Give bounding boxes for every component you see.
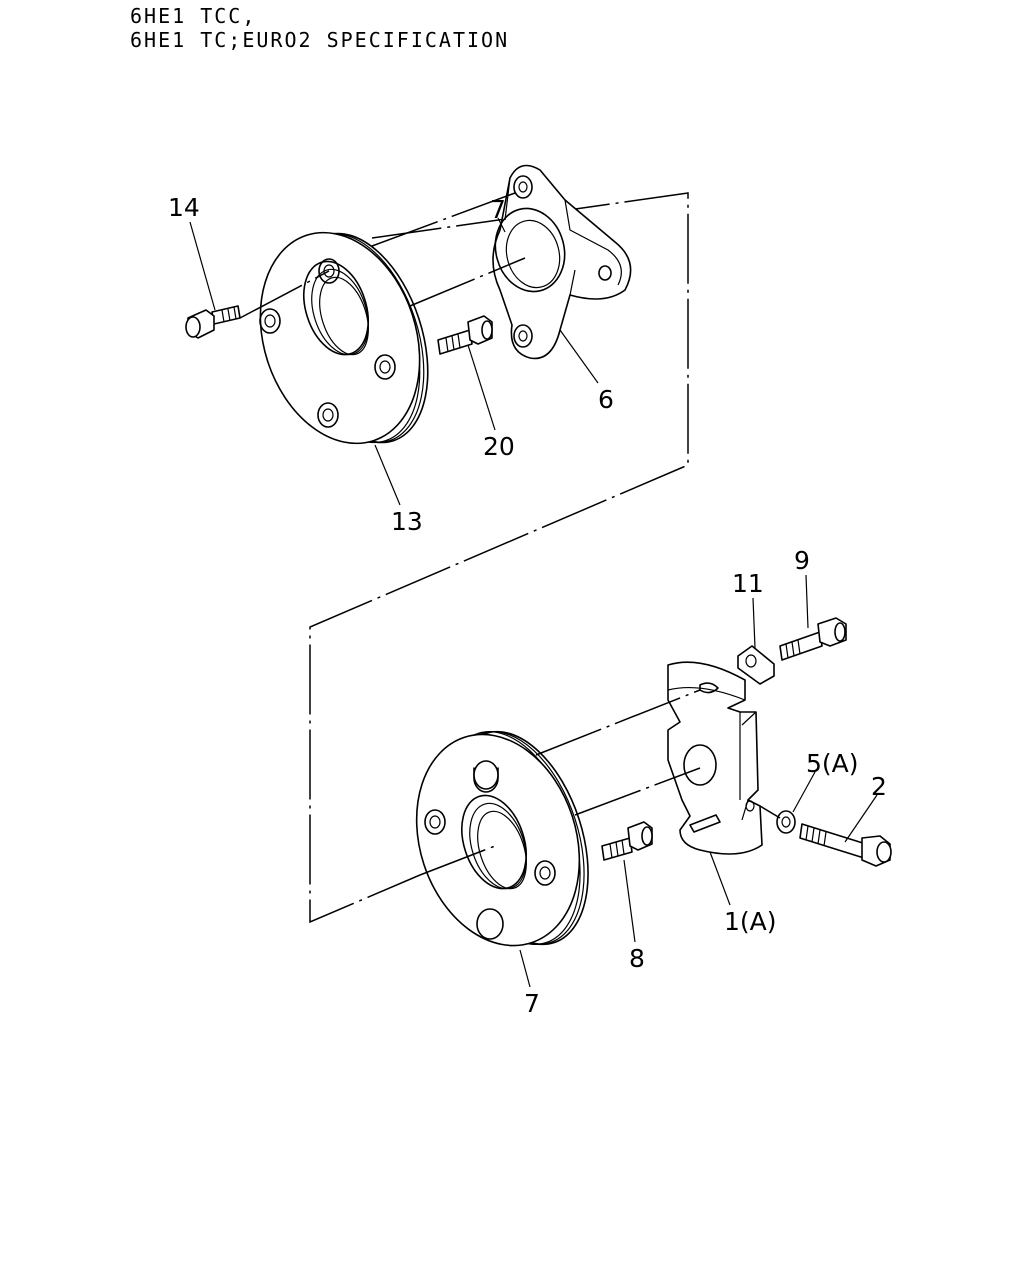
part-9-bolt[interactable]: [779, 617, 847, 661]
callout-1a: 1(A): [724, 907, 777, 936]
callout-5a: 5(A): [806, 749, 859, 778]
header-line-1: 6HE1 TCC,: [130, 4, 257, 28]
drawing-header: 6HE1 TCC, 6HE1 TC;EURO2 SPECIFICATION: [130, 4, 509, 52]
callout-20: 20: [483, 432, 515, 461]
part-2-bolt[interactable]: [799, 823, 892, 867]
part-11-washer[interactable]: [737, 645, 775, 685]
callout-9: 9: [794, 546, 810, 575]
part-5-washer[interactable]: [776, 810, 796, 834]
leader-lines: [189, 217, 878, 988]
header-line-2: 6HE1 TC;EURO2 SPECIFICATION: [130, 28, 510, 52]
part-20-bolt[interactable]: [437, 315, 493, 355]
assembly-frame: [309, 192, 689, 924]
part-13-disc[interactable]: [234, 212, 452, 464]
callout-2: 2: [871, 772, 887, 801]
lower-alignment-lines: [419, 689, 781, 876]
part-7-disc[interactable]: [390, 713, 613, 967]
part-1-clamp[interactable]: [667, 661, 763, 855]
callout-labels: 14 7 6 20 13 11 9 5(A) 2 1(A) 8 7: [168, 193, 887, 1018]
upper-alignment-lines: [239, 192, 526, 319]
callout-13: 13: [391, 507, 423, 536]
callout-14: 14: [168, 193, 200, 222]
callout-8: 8: [629, 944, 645, 973]
callout-7-upper: 7: [490, 195, 506, 224]
part-8-bolt[interactable]: [601, 821, 653, 861]
callout-6: 6: [598, 385, 614, 414]
part-14-bolt[interactable]: [185, 305, 241, 339]
callout-7-lower: 7: [524, 989, 540, 1018]
callout-11: 11: [732, 569, 764, 598]
part-6-flange[interactable]: [486, 164, 632, 360]
